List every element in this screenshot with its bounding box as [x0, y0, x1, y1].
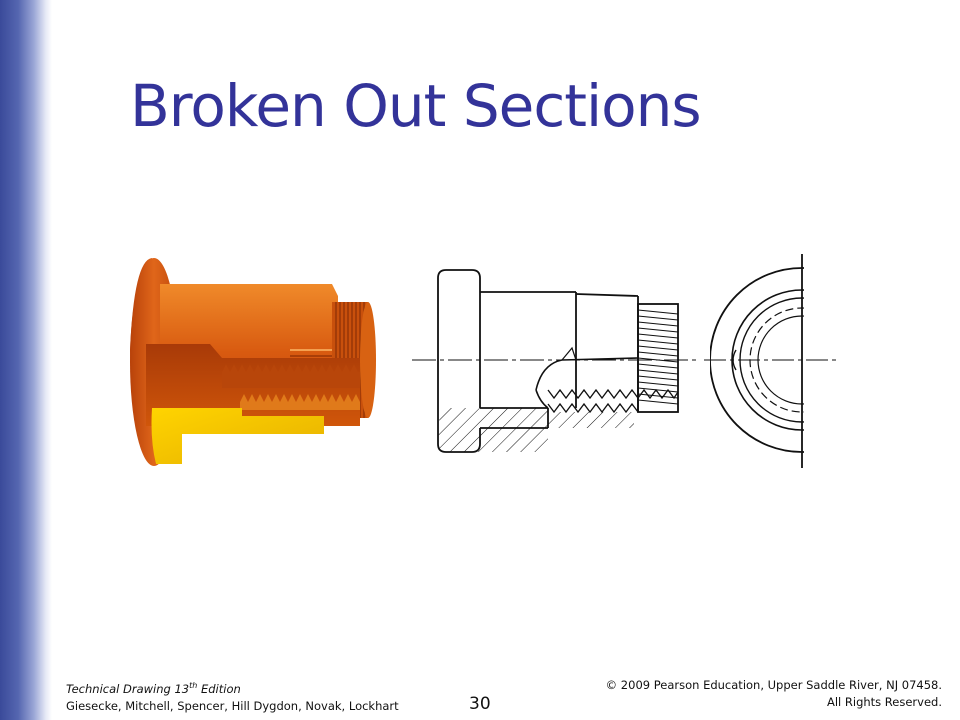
figure-area — [110, 240, 850, 480]
pictorial-part — [130, 258, 376, 466]
left-accent-bar — [0, 0, 52, 720]
book-edition-text: Edition — [197, 681, 241, 696]
front-view-drawing — [412, 269, 696, 453]
footer-authors: Giesecke, Mitchell, Spencer, Hill Dygdon… — [66, 698, 399, 713]
footer-book-info: Technical Drawing 13th Edition Giesecke,… — [66, 677, 399, 715]
broken-out-section-figure — [130, 254, 840, 468]
book-title-text: Technical Drawing 13 — [66, 681, 190, 696]
copyright-line-1: © 2009 Pearson Education, Upper Saddle R… — [605, 678, 942, 692]
copyright-line-2: All Rights Reserved. — [826, 695, 942, 709]
end-view-centerlines — [704, 254, 840, 468]
footer-copyright: © 2009 Pearson Education, Upper Saddle R… — [606, 677, 942, 711]
book-edition-sup: th — [189, 681, 198, 690]
page-number: 30 — [469, 694, 491, 714]
footer-book-title: Technical Drawing 13th Edition — [66, 677, 399, 698]
slide-title: Broken Out Sections — [130, 72, 702, 140]
